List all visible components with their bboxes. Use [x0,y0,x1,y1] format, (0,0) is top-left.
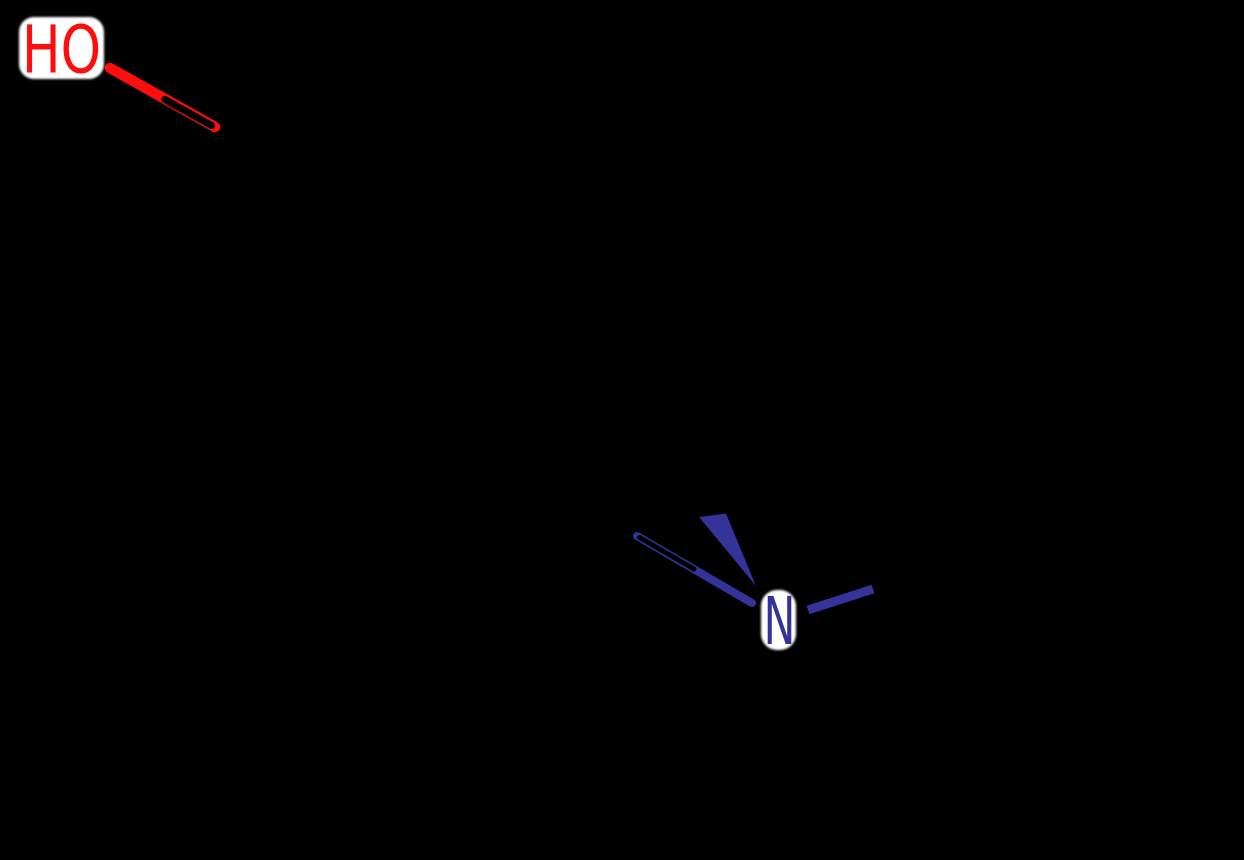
bond-nitrogen-methyl [806,584,875,615]
bond-carbon-nitrogen-black-half [637,535,697,572]
bond-oxygen-carbon-black-half [161,95,216,130]
hydroxyl-label-background [19,17,104,79]
wedge-bond-nitrogen [699,513,756,586]
amine-label-background [761,590,796,650]
hydroxyl-atom-label: HO [22,12,101,89]
amine-atom-label: N [764,583,796,660]
